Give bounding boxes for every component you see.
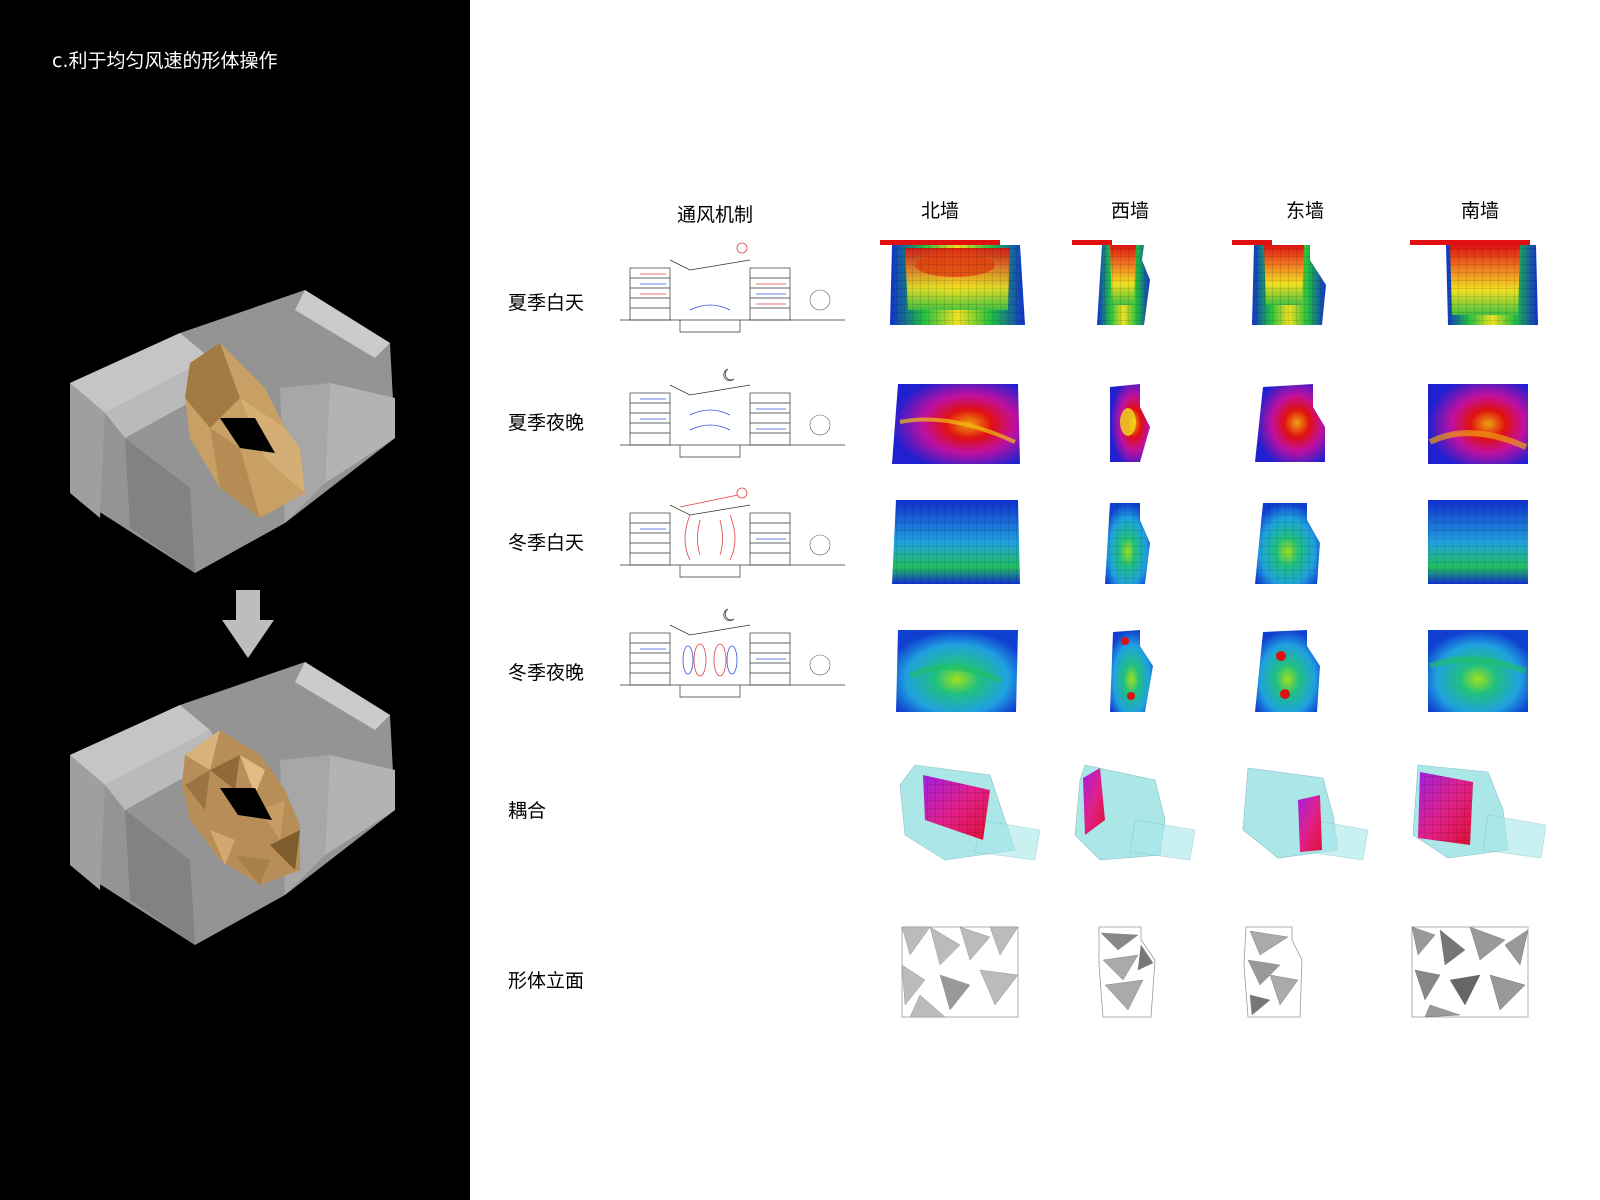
heatmap-north-summer-day	[880, 240, 1025, 325]
ventilation-section-winter-day	[620, 487, 845, 578]
facade-elevation-north	[901, 926, 1019, 1018]
heatmap-west-winter-night	[1110, 630, 1153, 712]
facade-elevation-south	[1411, 926, 1529, 1018]
ventilation-section-summer-day	[620, 242, 845, 333]
heatmap-south-winter-day	[1428, 500, 1528, 584]
row-label-winter-day: 冬季白天	[508, 532, 585, 554]
column-header-north-wall: 北墙	[920, 200, 959, 222]
coupling-south	[1412, 764, 1547, 859]
heatmap-east-summer-night	[1255, 384, 1325, 462]
row-label-facade: 形体立面	[508, 970, 585, 992]
heatmap-west-summer-night	[1110, 384, 1150, 462]
massing-model-after	[70, 662, 395, 945]
coupling-east	[1242, 767, 1369, 861]
row-label-summer-day: 夏季白天	[508, 292, 585, 314]
heatmap-east-winter-night	[1255, 630, 1320, 712]
row-label-winter-night: 冬季夜晚	[508, 662, 585, 684]
ventilation-section-summer-night	[620, 368, 845, 458]
column-header-south-wall: 南墙	[1460, 200, 1499, 222]
down-arrow-icon	[222, 590, 274, 658]
heatmap-south-winter-night	[1428, 630, 1528, 712]
page-title: c.利于均匀风速的形体操作	[52, 50, 278, 72]
row-label-summer-night: 夏季夜晚	[508, 412, 585, 434]
heatmap-west-summer-day	[1072, 240, 1150, 325]
left-panel: c.利于均匀风速的形体操作	[0, 0, 470, 1200]
heatmap-north-winter-day	[892, 500, 1020, 584]
heatmap-west-winter-day	[1105, 503, 1150, 584]
coupling-north	[899, 764, 1040, 861]
row-label-coupling: 耦合	[508, 800, 547, 822]
heatmap-east-summer-day	[1232, 240, 1326, 325]
coupling-west	[1074, 764, 1196, 861]
heatmap-east-winter-day	[1255, 503, 1320, 584]
massing-model-before	[70, 290, 395, 573]
ventilation-section-winter-night	[620, 608, 845, 698]
heatmap-south-summer-night	[1428, 384, 1528, 464]
heatmap-south-summer-day	[1410, 240, 1538, 325]
column-header-west-wall: 西墙	[1110, 200, 1149, 222]
heatmap-north-summer-night	[892, 384, 1020, 464]
heatmap-north-winter-night	[896, 630, 1018, 712]
facade-elevation-east	[1243, 926, 1303, 1018]
facade-elevation-west	[1098, 926, 1156, 1018]
column-header-east-wall: 东墙	[1285, 200, 1324, 222]
column-header-ventilation: 通风机制	[676, 204, 753, 226]
